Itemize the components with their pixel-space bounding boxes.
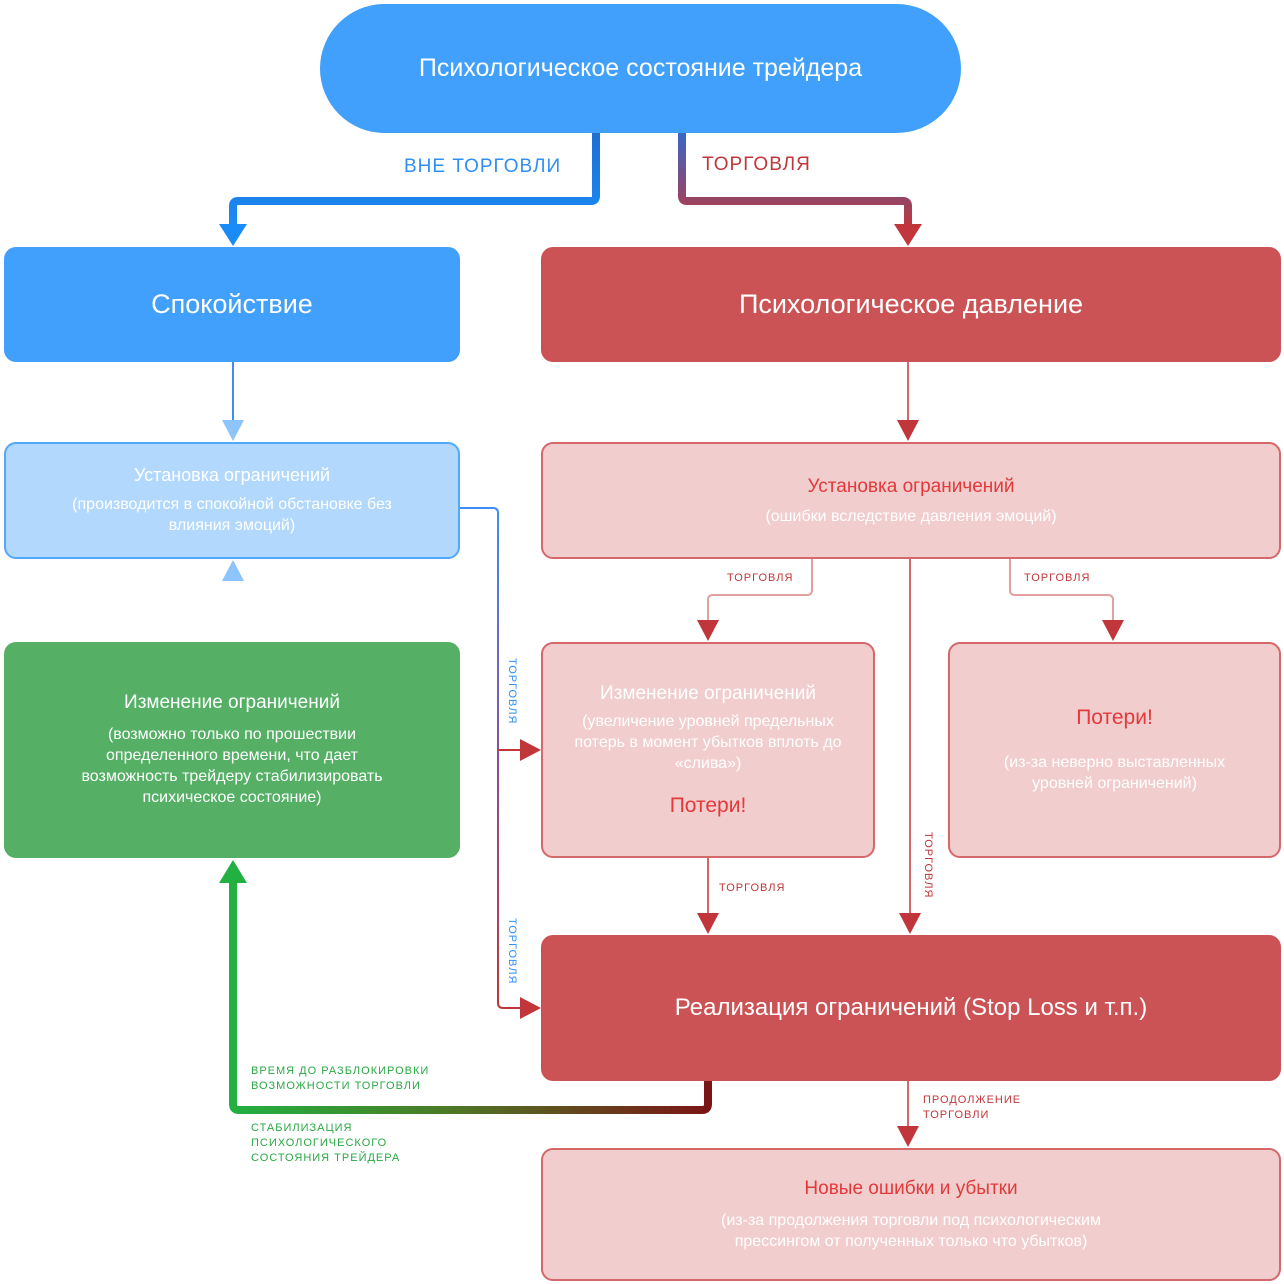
change-red-node: Изменение ограничений (увеличение уровне… [541, 642, 875, 858]
label-stabilization: СТАБИЛИЗАЦИЯ ПСИХОЛОГИЧЕСКОГО СОСТОЯНИЯ … [251, 1122, 401, 1164]
change-red-losses: Потери! [669, 793, 747, 817]
arrowhead-pressure [894, 224, 922, 246]
edge-setup-to-losses [1009, 559, 1114, 624]
arrowhead-impl-left [697, 913, 719, 934]
arrowhead-impl-center [899, 913, 921, 934]
pressure-title: Психологическое давление [738, 289, 1084, 319]
change-green-node: Изменение ограничений (возможно только п… [4, 642, 460, 858]
label-trading-vertical-blue-2: ТОРГОВЛЯ [506, 918, 518, 985]
root-title: Психологическое состояние трейдера [418, 54, 863, 82]
setup-pressure-subtitle: (ошибки вследствие давления эмоций) [765, 507, 1057, 525]
new-errors-subtitle: (из-за продолжения торговли под психолог… [721, 1211, 1101, 1250]
label-trading-small-left: ТОРГОВЛЯ [727, 572, 794, 584]
setup-pressure-node: Установка ограничений (ошибки вследствие… [541, 442, 1281, 559]
implementation-node: Реализация ограничений (Stop Loss и т.п.… [541, 935, 1281, 1081]
label-trading-small-right: ТОРГОВЛЯ [1024, 572, 1091, 584]
label-trading-vertical-blue-1: ТОРГОВЛЯ [506, 658, 518, 725]
change-red-title: Изменение ограничений [600, 682, 816, 704]
new-errors-title: Новые ошибки и убытки [804, 1177, 1018, 1199]
change-red-subtitle: (увеличение уровней предельных потерь в … [574, 712, 842, 772]
label-unlock-time: ВРЕМЯ ДО РАЗБЛОКИРОВКИ ВОЗМОЖНОСТИ ТОРГО… [251, 1065, 430, 1092]
label-trading-vertical-center: ТОРГОВЛЯ [922, 832, 934, 899]
losses-node: Потери! (из-за неверно выставленных уров… [948, 642, 1281, 858]
setup-calm-title: Установка ограничений [133, 465, 331, 485]
label-trading: ТОРГОВЛЯ [702, 154, 811, 175]
setup-calm-subtitle: (производится в спокойной обстановке без… [72, 496, 392, 534]
edge-root-to-pressure [678, 133, 912, 228]
label-continue-trading: ПРОДОЛЖЕНИЕ ТОРГОВЛИ [923, 1094, 1022, 1121]
arrowhead-setup-pressure [897, 420, 919, 441]
implementation-title: Реализация ограничений (Stop Loss и т.п.… [674, 994, 1148, 1021]
calm-title: Спокойствие [151, 289, 313, 319]
arrowhead-setup-calm [222, 420, 244, 441]
setup-calm-node: Установка ограничений (производится в сп… [4, 442, 460, 559]
arrowhead-up-setup [222, 560, 244, 581]
calm-node: Спокойствие [4, 247, 460, 362]
label-outside-trading: ВНЕ ТОРГОВЛИ [404, 156, 562, 177]
losses-title: Потери! [1076, 706, 1153, 729]
pressure-node: Психологическое давление [541, 247, 1281, 362]
arrowhead-impl-side [520, 997, 541, 1019]
arrowhead-losses [1102, 620, 1124, 641]
new-errors-node: Новые ошибки и убытки (из-за продолжения… [541, 1148, 1281, 1281]
arrowhead-change-red [697, 620, 719, 641]
losses-subtitle: (из-за неверно выставленных уровней огра… [1003, 754, 1226, 792]
edge-impl-to-green [229, 880, 712, 1114]
edge-setup-calm-to-red [460, 507, 523, 1009]
change-green-title: Изменение ограничений [124, 692, 340, 713]
root-node: Психологическое состояние трейдера [320, 4, 961, 133]
label-trading-small-mid: ТОРГОВЛЯ [719, 882, 786, 894]
edge-root-to-calm [229, 133, 600, 228]
edge-setup-to-change-red [707, 559, 813, 624]
arrowhead-green [219, 860, 247, 883]
setup-pressure-title: Установка ограничений [807, 475, 1015, 497]
arrowhead-new-errors [897, 1126, 919, 1147]
arrowhead-calm [219, 224, 247, 246]
arrowhead-change-red-side [520, 739, 541, 761]
change-green-subtitle: (возможно только по прошествии определен… [81, 726, 383, 806]
